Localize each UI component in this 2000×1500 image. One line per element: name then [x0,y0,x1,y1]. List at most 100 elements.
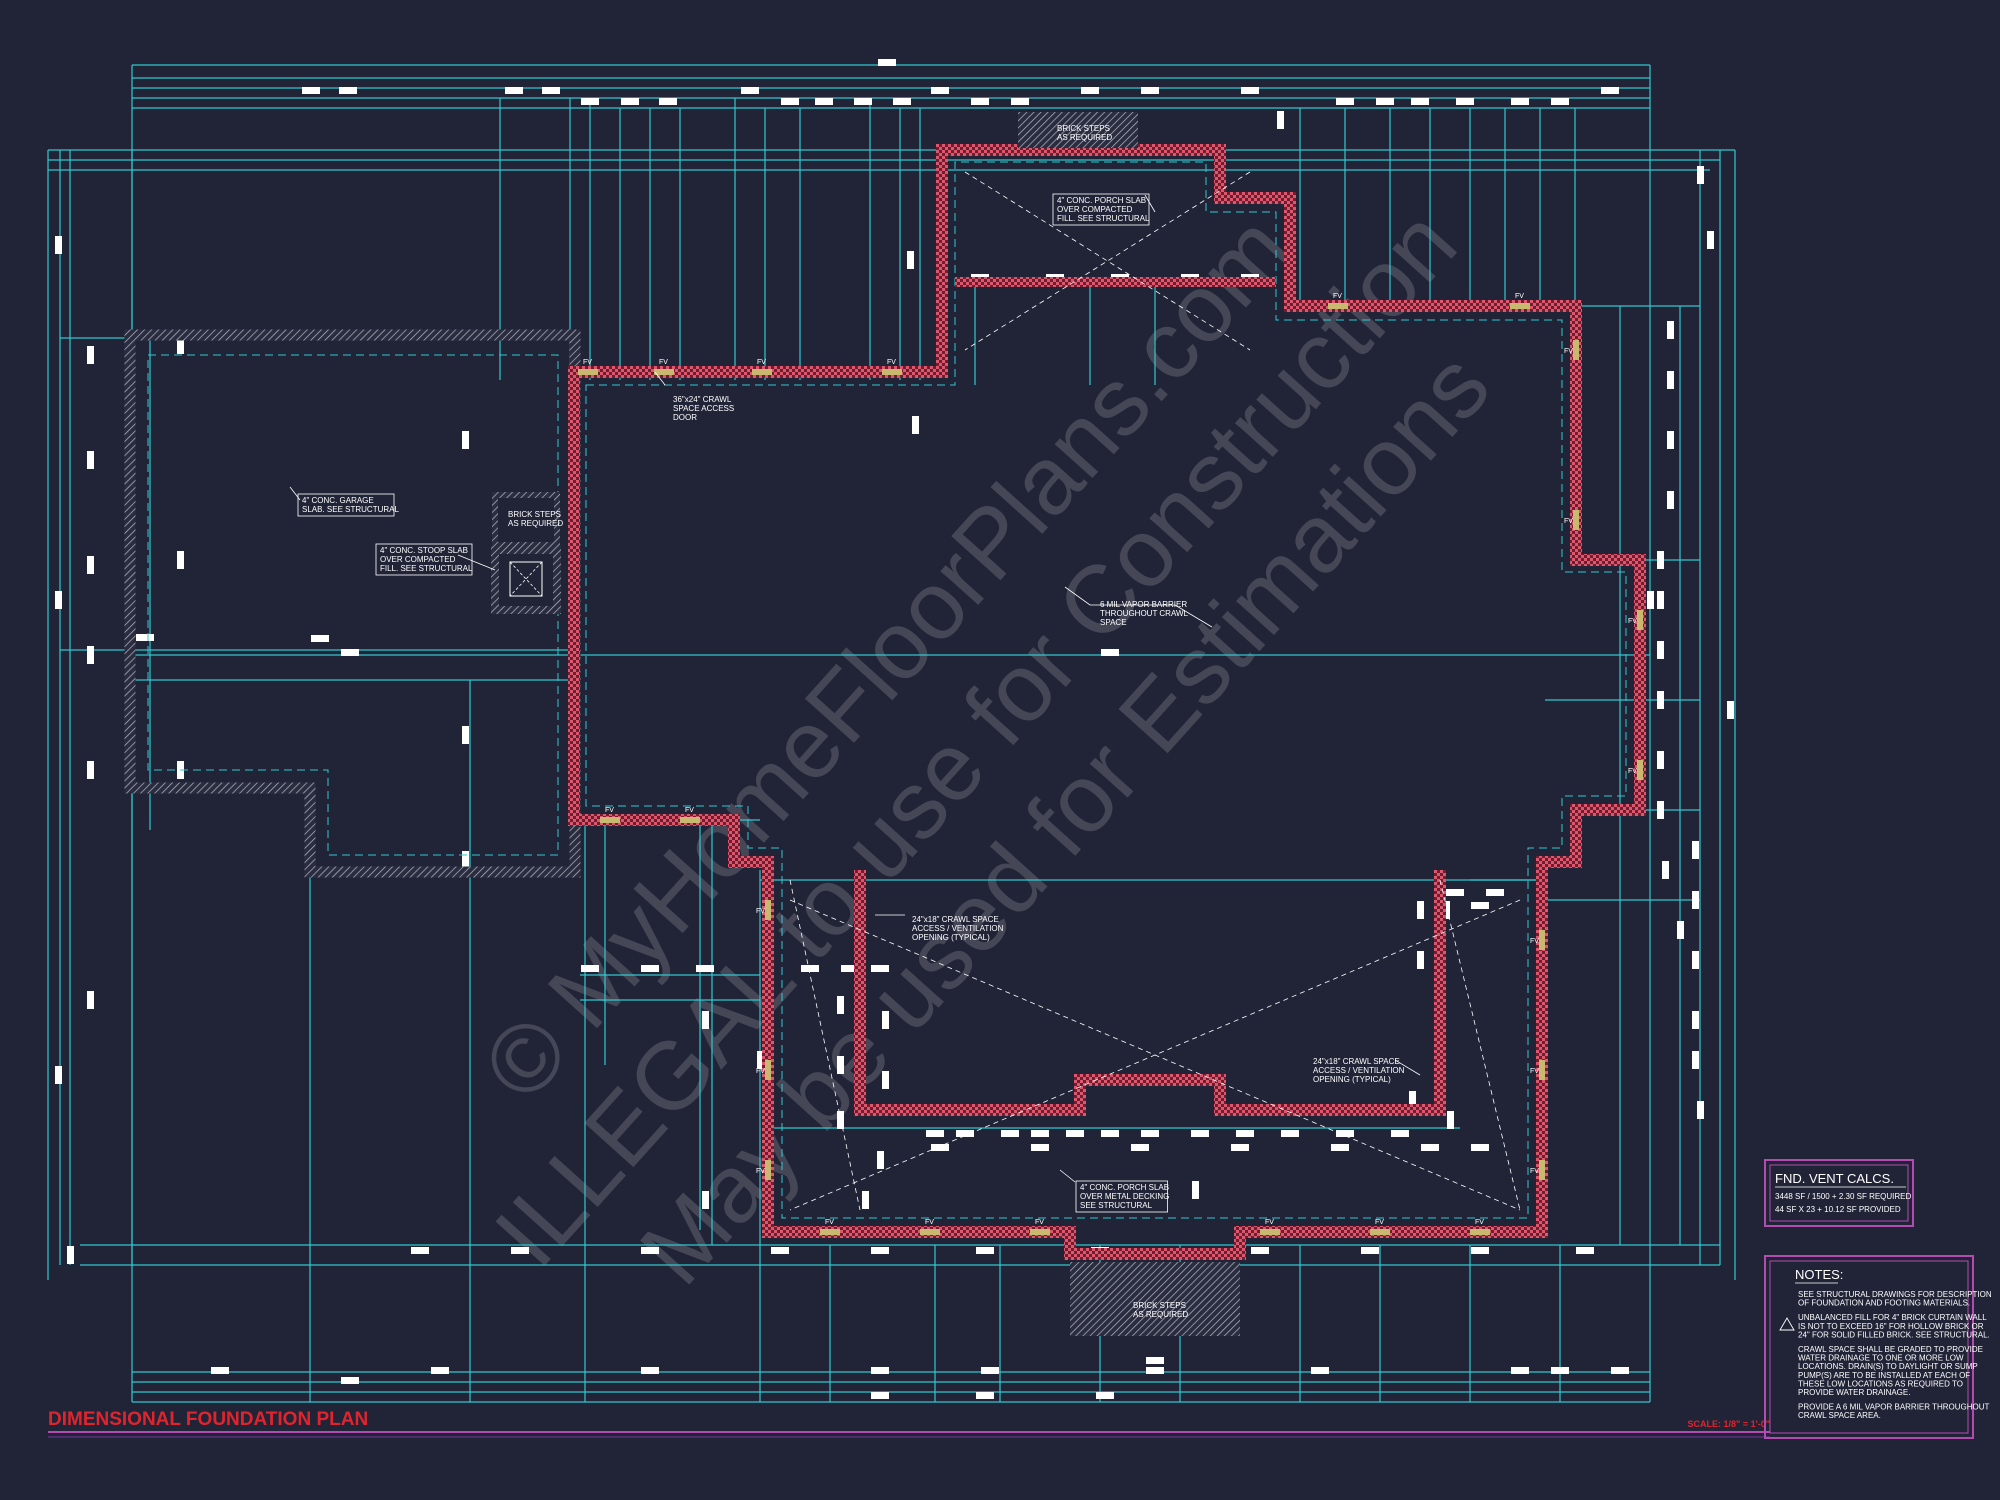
fv-label: FV [685,807,694,814]
dimension-tag [1697,166,1704,184]
dimension-tag [931,1144,949,1151]
callout-porch-slab-top-text: 4" CONC. PORCH SLAB [1057,196,1146,205]
watermark-line-2: ILLEGAL to use for Construction [475,190,1477,1286]
vent-calcs-box: FND. VENT CALCS. 3448 SF / 1500 + 2.30 S… [1764,1159,1914,1227]
fv-label: FV [605,807,614,814]
dimension-tag [801,965,819,972]
callout-brick-steps-stoop-text: AS REQUIRED [508,519,563,528]
dimension-tag [757,1051,764,1069]
dimension-tag [702,1191,709,1209]
callout-crawl-access-door-text: 36"x24" CRAWL [673,395,732,404]
house-foundation-wall [568,144,1646,1260]
dimension-tag [871,1392,889,1399]
fv-label: FV [1628,618,1637,625]
dimension-tag [1101,649,1119,656]
vent-calcs-line-1: 3448 SF / 1500 + 2.30 SF REQUIRED [1775,1192,1912,1201]
dimension-tag [854,98,872,105]
note-item-2: IS NOT TO EXCEED 16" FOR HOLLOW BRICK OR [1798,1322,1984,1331]
dimension-tag [1471,1247,1489,1254]
dimension-tag [1697,1101,1704,1119]
dimension-tag [1281,1130,1299,1137]
dimension-tag [1417,951,1424,969]
dimension-tag [1331,1144,1349,1151]
note-item-3: PUMP(S) ARE TO BE INSTALLED AT EACH OF [1798,1371,1970,1380]
dimension-tag [907,251,914,269]
dimension-tag [581,98,599,105]
callout-vent-right-text: 24"x18" CRAWL SPACE [1313,1057,1400,1066]
dimension-tag [339,87,357,94]
dimension-tag [1657,591,1664,609]
dimension-tag [55,236,62,254]
note-item-4: PROVIDE A 6 MIL VAPOR BARRIER THROUGHOUT [1798,1403,1990,1412]
dimension-tag [55,1066,62,1084]
dimension-tag [542,87,560,94]
fv-label: FV [1530,938,1539,945]
callout-porch-slab-bottom-text: 4" CONC. PORCH SLAB [1080,1183,1169,1192]
dimension-tag [931,87,949,94]
watermark: © MyHomeFloorPlans.com ILLEGAL to use fo… [463,190,1510,1304]
dimension-tag [1707,231,1714,249]
dimension-tag [837,996,844,1014]
dimension-tag [1361,1247,1379,1254]
dimension-tag [1662,861,1669,879]
dimension-tag [1336,98,1354,105]
dimension-tag [702,1011,709,1029]
callout-brick-steps-bottom-text: AS REQUIRED [1133,1310,1188,1319]
dimension-tag [87,761,94,779]
callout-vent-right-text: OPENING (TYPICAL) [1313,1075,1391,1084]
dimension-tag [837,1111,844,1129]
dimension-tag [1376,98,1394,105]
dimension-tag [1141,1130,1159,1137]
dimension-tag [956,1130,974,1137]
note-item-2: 24" FOR SOLID FILLED BRICK. SEE STRUCTUR… [1798,1330,1990,1339]
fv-label: FV [583,359,592,366]
dimension-tag [87,556,94,574]
dimension-tag [1692,891,1699,909]
dimension-tag [55,591,62,609]
note-item-3: THESE LOW LOCATIONS AS REQUIRED TO [1798,1379,1963,1388]
callout-stoop-slab-text: OVER COMPACTED [380,555,456,564]
dimension-tag [1001,1130,1019,1137]
dimension-tag [976,1392,994,1399]
dimension-tag [1657,551,1664,569]
dimension-tag [1191,1130,1209,1137]
callout-garage-slab-text: 4" CONC. GARAGE [302,496,374,505]
note-item-3: PROVIDE WATER DRAINAGE. [1798,1388,1910,1397]
dimension-tag [1446,889,1464,896]
dimension-tag [1692,1011,1699,1029]
fv-label: FV [757,359,766,366]
dimension-tag [462,851,469,869]
dimension-tag [1657,801,1664,819]
fv-label: FV [1515,293,1524,300]
fv-label: FV [1475,1219,1484,1226]
dimension-tag [211,1367,229,1374]
dimension-tag [177,336,184,354]
dimension-tag [1192,1181,1199,1199]
dimension-tag [1031,1130,1049,1137]
notes-title: NOTES: [1795,1267,1843,1282]
callout-brick-steps-bottom-text: BRICK STEPS [1133,1301,1186,1310]
callout-brick-steps-top-text: BRICK STEPS [1057,124,1110,133]
dimension-tag [1486,889,1504,896]
dimension-tag [1411,98,1429,105]
dimension-tag [1031,1144,1049,1151]
note-item-2: UNBALANCED FILL FOR 4" BRICK CURTAIN WAL… [1798,1313,1987,1322]
dimension-tag [781,98,799,105]
dimension-tag [1667,371,1674,389]
dimension-tag [1131,1144,1149,1151]
dimension-tag [1692,1051,1699,1069]
dimension-tag [926,1130,944,1137]
fv-label: FV [1035,1219,1044,1226]
callout-brick-steps-top-text: AS REQUIRED [1057,133,1112,142]
dimension-tag [67,1246,74,1264]
dimension-tag [1066,1130,1084,1137]
dimension-tag [741,87,759,94]
vent-calcs-line-2: 44 SF X 23 + 10.12 SF PROVIDED [1775,1205,1901,1214]
